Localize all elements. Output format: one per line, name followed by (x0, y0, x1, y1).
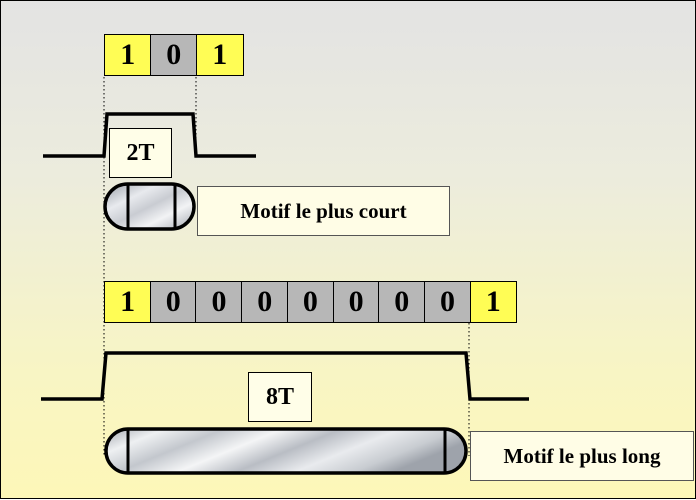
short-pattern-caption: Motif le plus court (197, 186, 450, 236)
short-mark-pill (103, 182, 196, 231)
long-bit-7: 0 (423, 281, 472, 323)
long-bit-3: 0 (241, 281, 289, 323)
long-bit-2: 0 (195, 281, 243, 323)
long-bit-0: 1 (104, 281, 152, 323)
long-bit-1: 0 (149, 281, 197, 323)
long-pattern-caption: Motif le plus long (470, 431, 694, 481)
short-duration-label: 2T (109, 128, 172, 178)
long-bit-5: 0 (332, 281, 380, 323)
short-bit-2: 1 (196, 34, 244, 76)
long-bit-4: 0 (286, 281, 334, 323)
long-duration-label: 8T (248, 372, 312, 422)
long-bit-6: 0 (378, 281, 426, 323)
guide-lines (103, 77, 470, 456)
short-bit-1: 0 (150, 34, 198, 76)
short-bit-0: 1 (104, 34, 152, 76)
short-pulse-signal (43, 112, 256, 158)
long-pulse-signal (41, 351, 529, 401)
long-mark-pill (104, 427, 468, 475)
long-bit-8: 1 (469, 281, 517, 323)
